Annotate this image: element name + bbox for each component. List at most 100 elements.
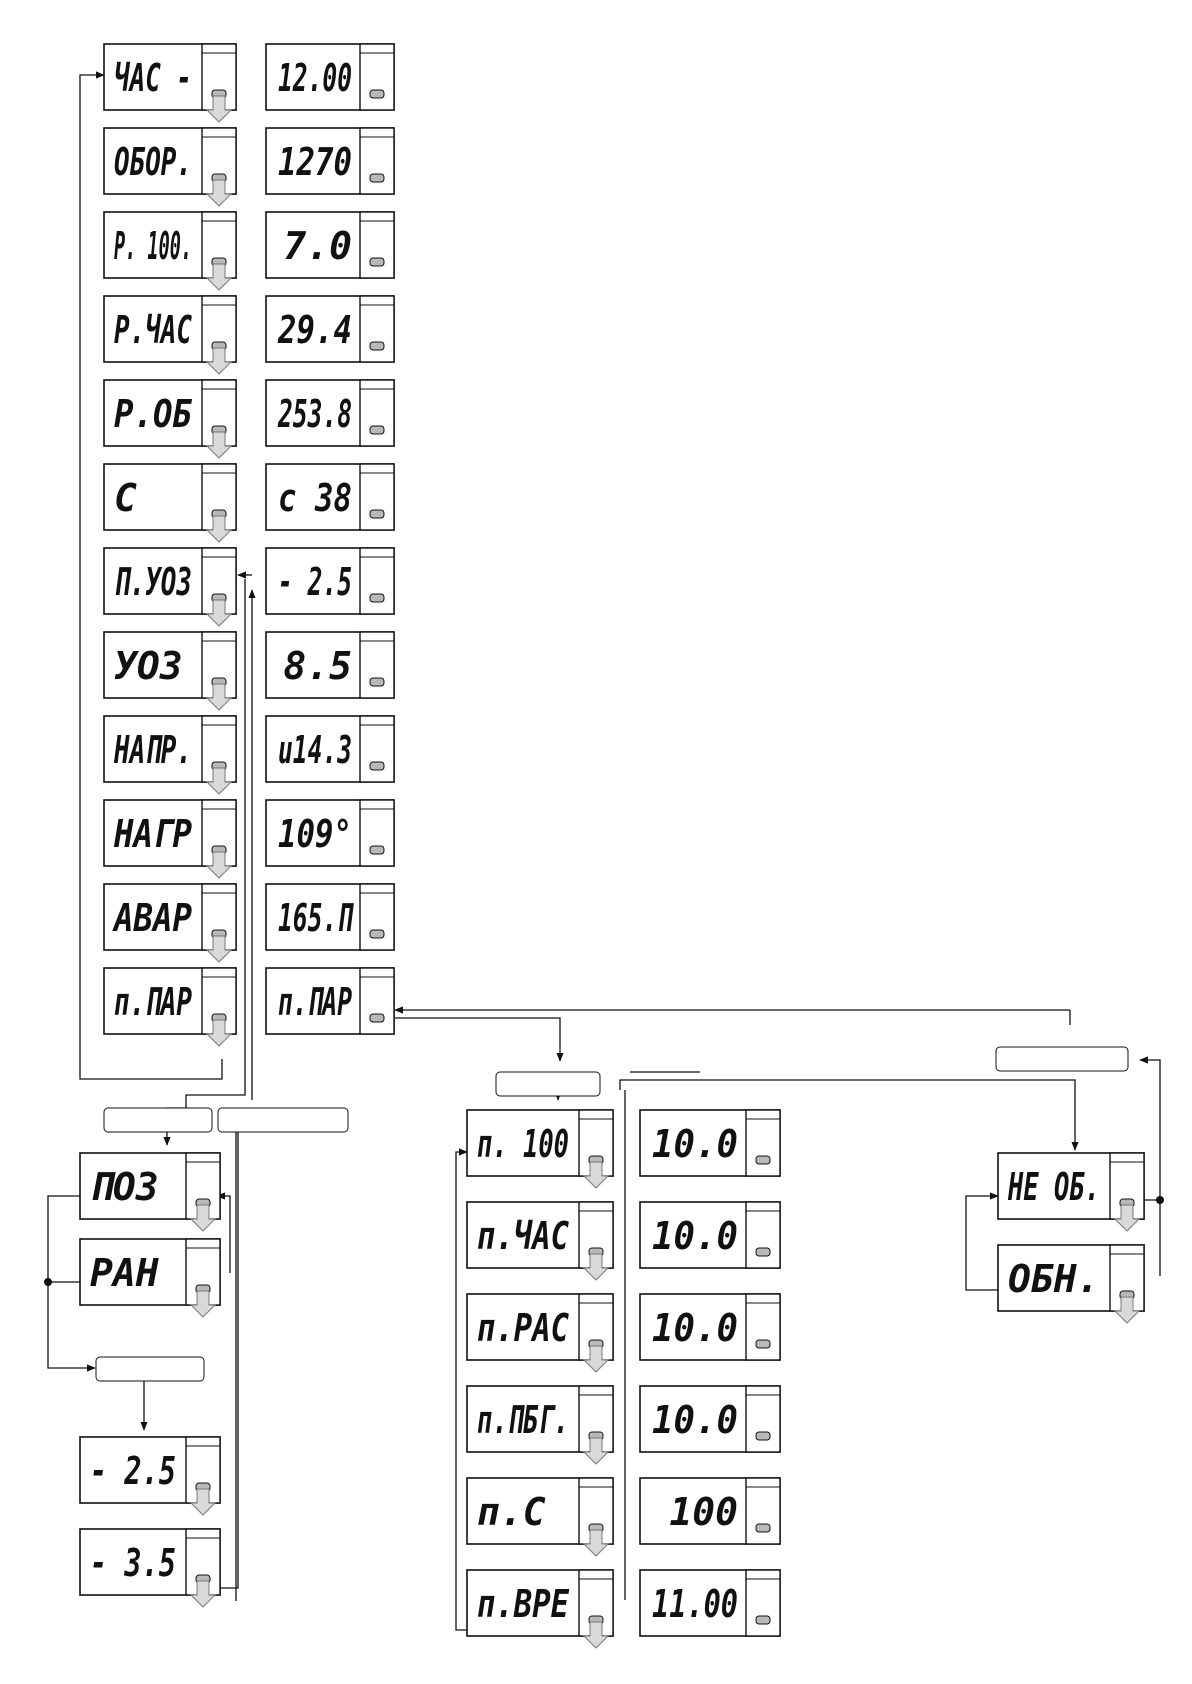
down-arrow-icon: [189, 1290, 217, 1318]
display-unit: Р. 100.: [103, 211, 237, 291]
par-down-line: [395, 1017, 564, 1062]
value-loop-line: [218, 1114, 239, 1589]
display-label: 10.0: [652, 1306, 738, 1350]
select-button[interactable]: [369, 257, 385, 267]
select-button[interactable]: [755, 1339, 771, 1349]
button-panel: [578, 1477, 614, 1545]
select-button[interactable]: [755, 1247, 771, 1257]
button-panel: [359, 883, 395, 951]
select-button[interactable]: [369, 761, 385, 771]
button-panel: [745, 1109, 781, 1177]
down-arrow-icon: [189, 1488, 217, 1516]
display-label: 165.П: [278, 896, 354, 940]
button-panel: [359, 799, 395, 867]
select-button[interactable]: [755, 1155, 771, 1165]
display-unit: п. 100: [466, 1109, 614, 1189]
select-button[interactable]: [369, 89, 385, 99]
display-label: 11.00: [652, 1582, 738, 1626]
select-button[interactable]: [369, 173, 385, 183]
main-loop-line: [79, 71, 223, 1080]
down-arrow-icon: [205, 95, 233, 123]
display-unit: ОБН.: [997, 1244, 1145, 1324]
display-label: 109°: [278, 812, 352, 856]
select-button[interactable]: [755, 1615, 771, 1625]
display-unit: 10.0: [639, 1109, 781, 1177]
display-label: 1270: [278, 140, 352, 184]
down-arrow-icon: [205, 683, 233, 711]
down-arrow-icon: [582, 1621, 610, 1649]
select-button[interactable]: [369, 1013, 385, 1023]
select-button[interactable]: [369, 425, 385, 435]
display-unit: п.С: [466, 1477, 614, 1557]
display-unit: Р.ЧАС: [103, 295, 237, 375]
mode-select-line: [47, 1195, 96, 1372]
button-panel: [359, 967, 395, 1035]
button-panel: [359, 127, 395, 195]
display-unit: 165.П: [265, 883, 395, 951]
display-label: 10.0: [652, 1214, 738, 1258]
display-unit: 10.0: [639, 1385, 781, 1453]
select-button[interactable]: [369, 677, 385, 687]
select-button[interactable]: [369, 929, 385, 939]
display-unit: 1270: [265, 127, 395, 195]
display-label: п. 100: [477, 1122, 569, 1166]
display-unit: п.ПАР: [265, 967, 395, 1035]
button-panel: [359, 379, 395, 447]
display-label: 100: [669, 1490, 738, 1534]
select-button[interactable]: [369, 845, 385, 855]
select-button[interactable]: [369, 341, 385, 351]
display-unit: u14.3: [265, 715, 395, 783]
select-button[interactable]: [755, 1523, 771, 1533]
uoz-label-box-2: [217, 1107, 349, 1133]
down-arrow-icon: [205, 599, 233, 627]
down-arrow-icon: [205, 851, 233, 879]
select-button[interactable]: [369, 509, 385, 519]
display-unit: УОЗ: [103, 631, 237, 711]
button-panel: [745, 1385, 781, 1453]
down-arrow-icon: [205, 263, 233, 291]
display-label: НАПР.: [113, 728, 192, 772]
display-units: ЧАС -ОБОР.Р. 100.Р.ЧАСР.ОБСП.УОЗУОЗНАПР.…: [79, 43, 1145, 1649]
display-unit: - 2.5: [79, 1436, 221, 1516]
param-label-box: [495, 1071, 601, 1097]
display-unit: п.ПБГ.: [466, 1385, 614, 1465]
uoz-label-box: [103, 1107, 213, 1133]
display-label: НАГР: [113, 812, 192, 856]
display-label: п.ВРЕ: [477, 1582, 570, 1626]
select-button[interactable]: [369, 593, 385, 603]
select-button[interactable]: [755, 1431, 771, 1441]
connector-lines: [47, 71, 1161, 1631]
reset-junction-dot: [1156, 1196, 1164, 1204]
display-label: п.РАС: [477, 1306, 569, 1350]
display-unit: 7.0: [265, 211, 395, 279]
display-label: Р.ОБ: [114, 392, 192, 436]
label-boxes: [95, 1046, 1129, 1382]
display-label: - 2.5: [278, 560, 352, 604]
display-label: ОБН.: [1008, 1257, 1100, 1301]
display-label: п.ПБГ.: [477, 1398, 569, 1442]
junction-dots: [44, 1196, 1164, 1286]
display-unit: ЧАС -: [103, 43, 237, 123]
display-label: 29.4: [277, 308, 352, 352]
display-label: п.ПАР: [278, 980, 352, 1024]
display-label: 10.0: [652, 1122, 738, 1166]
display-unit: с 38: [265, 463, 395, 531]
display-label: 8.5: [283, 644, 352, 688]
down-arrow-icon: [205, 179, 233, 207]
display-label: Р.ЧАС: [114, 308, 192, 352]
button-panel: [359, 715, 395, 783]
display-unit: 10.0: [639, 1201, 781, 1269]
display-unit: п.ВРЕ: [466, 1569, 614, 1649]
display-label: Р. 100.: [114, 224, 192, 268]
down-arrow-icon: [582, 1437, 610, 1465]
display-unit: ПОЗ: [79, 1152, 221, 1232]
down-arrow-icon: [1113, 1204, 1141, 1232]
display-label: u14.3: [278, 728, 352, 772]
down-arrow-icon: [582, 1529, 610, 1557]
display-unit: НАГР: [103, 799, 237, 879]
display-label: п.ПАР: [114, 980, 192, 1024]
display-unit: 10.0: [639, 1293, 781, 1361]
display-label: 12.00: [278, 56, 352, 100]
